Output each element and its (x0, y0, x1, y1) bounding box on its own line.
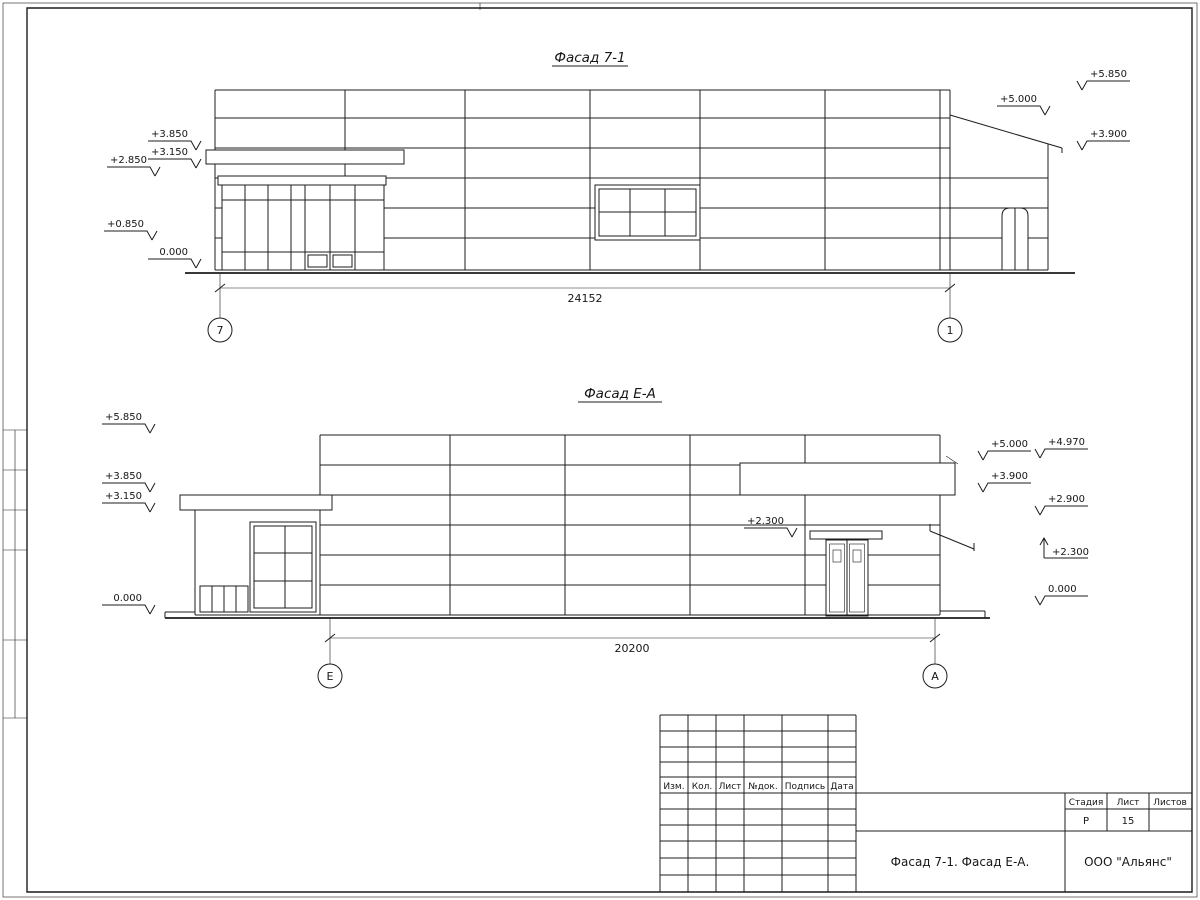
svg-text:+5.850: +5.850 (1090, 69, 1127, 80)
header-ndok: №док. (748, 782, 777, 792)
elevation-mark: +3.150 (148, 147, 202, 169)
elevation-mark: +4.970 (1034, 437, 1088, 459)
elevation-mark: +3.900 (977, 471, 1031, 493)
side-awning (929, 524, 975, 551)
elevation-mark: +5.000 (977, 439, 1031, 461)
entrance-canopy (205, 149, 405, 165)
facade1-dimension: 24152 7 1 (207, 274, 963, 343)
svg-text:+3.150: +3.150 (151, 147, 188, 158)
elevation-mark: +3.900 (1076, 129, 1130, 151)
elevation-mark: +2.300 (744, 516, 798, 538)
stage-label: Стадия (1069, 798, 1104, 808)
svg-text:+2.900: +2.900 (1048, 494, 1085, 505)
axis-label-7: 7 (217, 324, 224, 337)
axis-label-1: 1 (947, 324, 954, 337)
elevation-mark: +3.850 (102, 471, 156, 493)
elevation-mark: +5.850 (1076, 69, 1130, 91)
facade2-dimension-value: 20200 (615, 642, 650, 655)
stage-value: Р (1083, 816, 1089, 827)
header-kol: Кол. (692, 782, 713, 792)
sheets-label: Листов (1153, 798, 1187, 808)
svg-text:+3.900: +3.900 (1090, 129, 1127, 140)
header-podpis: Подпись (785, 782, 825, 792)
annex-window (249, 521, 317, 613)
svg-text:+4.970: +4.970 (1048, 437, 1085, 448)
svg-text:+5.000: +5.000 (991, 439, 1028, 450)
parapet-band (739, 462, 956, 496)
elevation-mark: 0.000 (148, 247, 202, 269)
facade1-title: Фасад 7-1 (554, 50, 625, 66)
door-canopy (809, 530, 883, 540)
axis-bubble-a (922, 663, 948, 689)
svg-text:+3.850: +3.850 (151, 129, 188, 140)
axis-label-a: А (931, 670, 939, 683)
svg-text:+5.000: +5.000 (1000, 94, 1037, 105)
axis-bubble-1 (937, 317, 963, 343)
elevation-mark-up-arrow: +2.300 (1039, 536, 1089, 559)
axis-bubble-7 (207, 317, 233, 343)
svg-text:+3.150: +3.150 (105, 491, 142, 502)
facade2-title: Фасад Е-А (584, 386, 656, 402)
svg-text:+2.850: +2.850 (110, 155, 147, 166)
axis-bubble-e (317, 663, 343, 689)
entrance-fascia (217, 175, 387, 186)
svg-text:+3.900: +3.900 (991, 471, 1028, 482)
svg-text:0.000: 0.000 (1048, 584, 1077, 595)
svg-text:+5.850: +5.850 (105, 412, 142, 423)
facade2-dimension: 20200 Е А (317, 618, 948, 689)
doc-title: Фасад 7-1. Фасад Е-А. (891, 855, 1030, 869)
header-data: Дата (830, 782, 853, 792)
elevation-mark: +3.850 (148, 129, 202, 151)
facade-e-a: Фасад Е-А 2 (102, 386, 1089, 689)
svg-text:+2.300: +2.300 (1052, 547, 1089, 558)
svg-text:+3.850: +3.850 (105, 471, 142, 482)
title-block: Изм. Кол. Лист №док. Подпись Дата Стадия… (659, 714, 1192, 892)
svg-text:0.000: 0.000 (159, 247, 188, 258)
annex-roof-slab (179, 494, 333, 511)
axis-label-e: Е (327, 670, 334, 683)
elevation-mark: +0.850 (104, 219, 158, 241)
company-name: ООО "Альянс" (1084, 855, 1172, 869)
elevation-mark: +2.900 (1034, 494, 1088, 516)
elevation-mark: +3.150 (102, 491, 156, 513)
facade-7-1: Фасад 7-1 24152 7 (104, 50, 1130, 343)
elevation-mark: 0.000 (102, 593, 156, 615)
header-list: Лист (719, 782, 742, 792)
svg-text:+0.850: +0.850 (107, 219, 144, 230)
facade1-dimension-value: 24152 (568, 292, 603, 305)
svg-text:+2.300: +2.300 (747, 516, 784, 527)
elevation-mark: 0.000 (1034, 584, 1088, 606)
elevation-mark: +5.000 (997, 94, 1051, 116)
elevation-mark: +2.850 (107, 155, 161, 177)
elevation-mark: +5.850 (102, 412, 156, 434)
sheet-value: 15 (1122, 816, 1135, 827)
svg-text:0.000: 0.000 (113, 593, 142, 604)
header-izm: Изм. (663, 782, 684, 792)
sheet-label: Лист (1117, 798, 1140, 808)
entrance-glazing (221, 184, 385, 271)
